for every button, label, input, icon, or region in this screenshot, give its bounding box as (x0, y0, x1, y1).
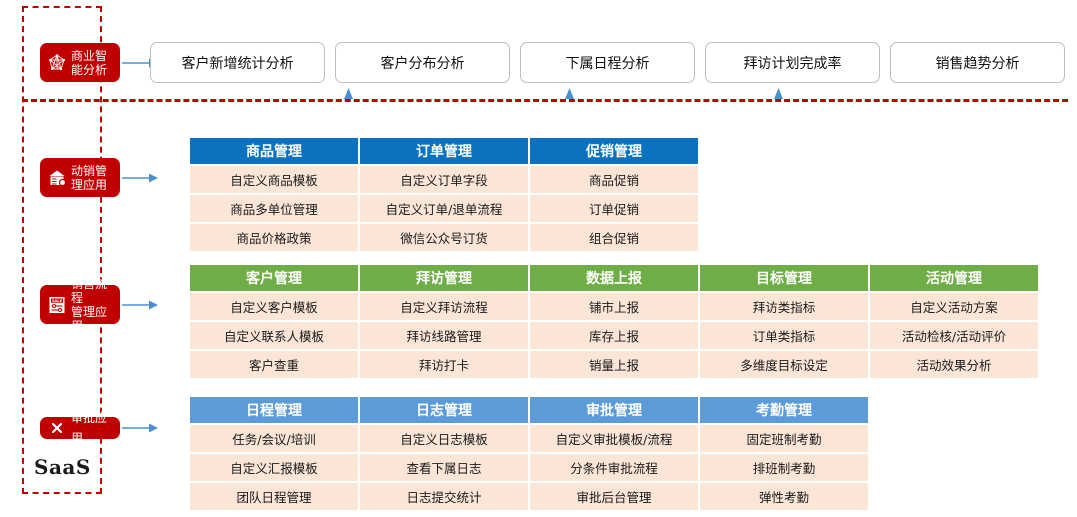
module-item[interactable]: 拜访类指标 (700, 293, 868, 320)
module-item[interactable]: 自定义订单/退单流程 (360, 195, 528, 222)
module-item[interactable]: 固定班制考勤 (700, 425, 868, 452)
module-column-product: 商品管理 自定义商品模板 商品多单位管理 商品价格政策 (190, 138, 358, 251)
module-column-header: 拜访管理 (360, 265, 528, 291)
saas-label: SaaS (34, 455, 91, 479)
sale-document-icon: SALE (47, 295, 67, 315)
module-item[interactable]: 库存上报 (530, 322, 698, 349)
module-column-activity: 活动管理 自定义活动方案 活动检核/活动评价 活动效果分析 (870, 265, 1038, 378)
module-item[interactable]: 铺市上报 (530, 293, 698, 320)
bi-box[interactable]: 客户分布分析 (335, 42, 510, 83)
category-badge-label: 商业智 能分析 (71, 48, 108, 77)
module-column-promotion: 促销管理 商品促销 订单促销 组合促销 (530, 138, 698, 251)
module-item[interactable]: 日志提交统计 (360, 483, 528, 510)
category-badge-sales-process[interactable]: SALE 销售流程 管理应用 (40, 277, 120, 333)
bi-box[interactable]: 拜访计划完成率 (705, 42, 880, 83)
module-column-header: 客户管理 (190, 265, 358, 291)
bi-box[interactable]: 客户新增统计分析 (150, 42, 325, 83)
module-item[interactable]: 微信公众号订货 (360, 224, 528, 251)
module-item[interactable]: 排班制考勤 (700, 454, 868, 481)
module-column-header: 日志管理 (360, 397, 528, 423)
module-item[interactable]: 自定义商品模板 (190, 166, 358, 193)
module-item[interactable]: 分条件审批流程 (530, 454, 698, 481)
module-item[interactable]: 自定义活动方案 (870, 293, 1038, 320)
module-item[interactable]: 订单促销 (530, 195, 698, 222)
module-item[interactable]: 客户查重 (190, 351, 358, 378)
connector-arrow-approval (122, 423, 158, 433)
saas-boundary-frame (22, 6, 102, 494)
network-graph-icon (47, 53, 67, 73)
module-item[interactable]: 弹性考勤 (700, 483, 868, 510)
module-item[interactable]: 团队日程管理 (190, 483, 358, 510)
module-column-target: 目标管理 拜访类指标 订单类指标 多维度目标设定 (700, 265, 868, 378)
module-column-visit: 拜访管理 自定义拜访流程 拜访线路管理 拜访打卡 (360, 265, 528, 378)
module-item[interactable]: 查看下属日志 (360, 454, 528, 481)
module-item[interactable]: 自定义客户模板 (190, 293, 358, 320)
module-item[interactable]: 活动检核/活动评价 (870, 322, 1038, 349)
module-column-header: 数据上报 (530, 265, 698, 291)
module-item[interactable]: 自定义日志模板 (360, 425, 528, 452)
module-item[interactable]: 拜访线路管理 (360, 322, 528, 349)
bi-box[interactable]: 下属日程分析 (520, 42, 695, 83)
module-item[interactable]: 自定义拜访流程 (360, 293, 528, 320)
module-column-header: 审批管理 (530, 397, 698, 423)
module-item[interactable]: 多维度目标设定 (700, 351, 868, 378)
flow-up-arrow-icon (774, 88, 783, 99)
svg-text:SALE: SALE (52, 299, 63, 303)
category-badge-sales-management[interactable]: 动销管 理应用 (40, 158, 120, 197)
module-column-data-report: 数据上报 铺市上报 库存上报 销量上报 (530, 265, 698, 378)
module-column-header: 日程管理 (190, 397, 358, 423)
module-item[interactable]: 自定义订单字段 (360, 166, 528, 193)
cross-check-icon (47, 418, 67, 438)
module-column-header: 活动管理 (870, 265, 1038, 291)
module-item[interactable]: 商品促销 (530, 166, 698, 193)
module-column-attendance: 考勤管理 固定班制考勤 排班制考勤 弹性考勤 (700, 397, 868, 510)
module-column-header: 考勤管理 (700, 397, 868, 423)
module-column-customer: 客户管理 自定义客户模板 自定义联系人模板 客户查重 (190, 265, 358, 378)
category-badge-label: 审批应用 (71, 411, 108, 445)
connector-arrow-flow (122, 300, 158, 310)
module-column-header: 商品管理 (190, 138, 358, 164)
module-item[interactable]: 组合促销 (530, 224, 698, 251)
module-column-order: 订单管理 自定义订单字段 自定义订单/退单流程 微信公众号订货 (360, 138, 528, 251)
module-item[interactable]: 订单类指标 (700, 322, 868, 349)
module-item[interactable]: 自定义汇报模板 (190, 454, 358, 481)
module-item[interactable]: 商品价格政策 (190, 224, 358, 251)
bi-section-divider (22, 99, 1068, 102)
category-badge-approval[interactable]: 审批应用 (40, 411, 120, 445)
module-item[interactable]: 审批后台管理 (530, 483, 698, 510)
module-column-approval: 审批管理 自定义审批模板/流程 分条件审批流程 审批后台管理 (530, 397, 698, 510)
module-item[interactable]: 自定义审批模板/流程 (530, 425, 698, 452)
category-badge-business-intelligence[interactable]: 商业智 能分析 (40, 43, 120, 82)
category-badge-label: 动销管 理应用 (71, 163, 108, 192)
module-column-journal: 日志管理 自定义日志模板 查看下属日志 日志提交统计 (360, 397, 528, 510)
module-column-header: 促销管理 (530, 138, 698, 164)
module-column-header: 订单管理 (360, 138, 528, 164)
module-item[interactable]: 自定义联系人模板 (190, 322, 358, 349)
category-badge-label: 销售流程 管理应用 (71, 276, 108, 333)
module-item[interactable]: 商品多单位管理 (190, 195, 358, 222)
flow-up-arrow-icon (565, 88, 574, 99)
module-column-schedule: 日程管理 任务/会议/培训 自定义汇报模板 团队日程管理 (190, 397, 358, 510)
module-item[interactable]: 拜访打卡 (360, 351, 528, 378)
store-icon (47, 168, 67, 188)
module-item[interactable]: 销量上报 (530, 351, 698, 378)
flow-up-arrow-icon (344, 88, 353, 99)
connector-arrow-sales (122, 173, 158, 183)
bi-box[interactable]: 销售趋势分析 (890, 42, 1065, 83)
module-column-header: 目标管理 (700, 265, 868, 291)
module-item[interactable]: 任务/会议/培训 (190, 425, 358, 452)
module-item[interactable]: 活动效果分析 (870, 351, 1038, 378)
